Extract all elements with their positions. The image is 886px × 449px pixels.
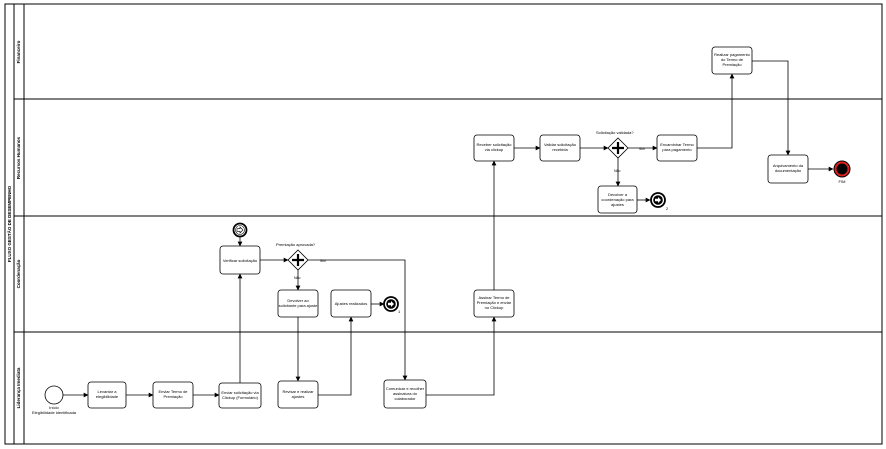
gateway-solicitacao-no: Não [614,169,620,173]
task-ajustes-realizados[interactable]: Ajustes realizados [330,289,372,318]
gateway-solicitacao-validada[interactable] [607,137,629,159]
gateway-premiacao-question: Premiação aprovada? [276,242,316,247]
end-event-label: FIM [839,179,846,184]
svg-text:Verificar solicitação: Verificar solicitação [223,258,258,263]
svg-text:Ajustes realizados: Ajustes realizados [335,301,367,306]
pool-title: FLUXO GESTÃO DE DESEMPENHO [6,185,12,262]
lane-label-lideranca: Liderança Imediata [16,367,21,408]
gateway-premiacao-yes: Sim [320,259,326,263]
gateway-premiacao-no: Não [294,276,300,280]
gateway-premiacao-aprovada[interactable] [287,249,309,271]
link-throw-event-1[interactable] [383,296,399,312]
start-event[interactable] [44,385,64,405]
gateway-solicitacao-yes: Sim [639,147,645,151]
lane-label-rh: Recursos Humanos [16,136,21,179]
link-throw-label-2: 2 [666,206,669,211]
gateway-solicitacao-question: Solicitação validada? [596,130,634,135]
end-event[interactable] [833,160,851,178]
task-verificar-solicitacao[interactable]: Verificar solicitação [219,245,261,275]
pool-frame [4,3,883,445]
sequence-flows [63,60,834,398]
link-catch-event[interactable] [232,222,248,238]
link-throw-label-1: 1 [398,309,401,314]
link-throw-event-2[interactable] [650,192,666,208]
lane-label-financeiro: Financeiro [16,40,21,63]
lane-label-coordenacao: Coordenação [16,259,21,288]
